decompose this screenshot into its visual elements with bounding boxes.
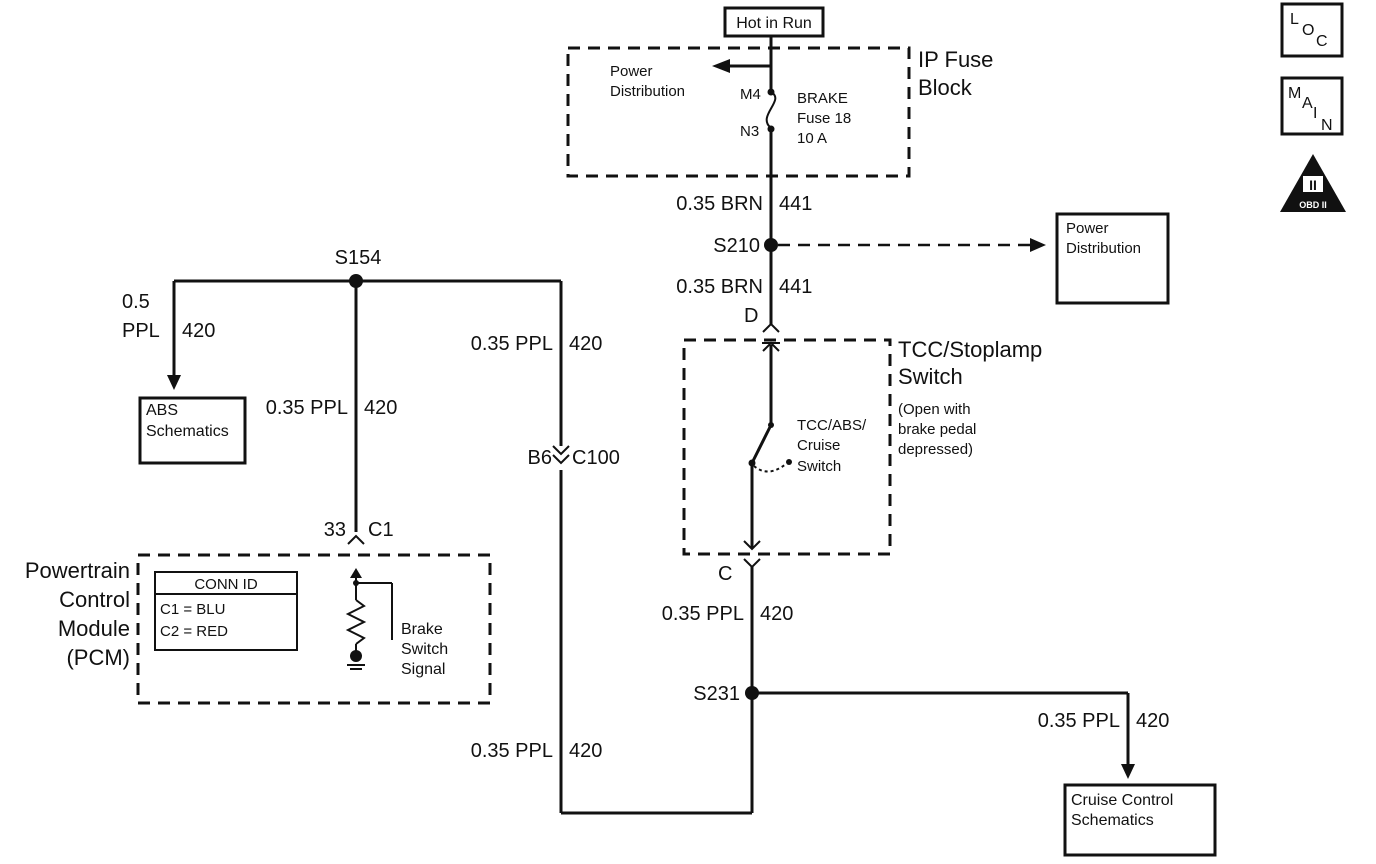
fuse-pin-n3: N3 <box>740 123 759 140</box>
svg-text:C: C <box>1316 33 1328 50</box>
obd-ii-icon[interactable]: II OBD II <box>1280 154 1346 212</box>
wire-ppl-pcm-gauge: 0.35 PPL <box>266 397 348 419</box>
brake-signal-label-2: Switch <box>401 641 448 658</box>
svg-text:M: M <box>1288 85 1301 102</box>
conn-id-row-2: C2 = RED <box>160 623 228 640</box>
pcm-title: Powertrain <box>25 558 130 583</box>
wire-ppl-bottom-circuit: 420 <box>569 740 602 762</box>
splice-s154-label: S154 <box>335 247 382 269</box>
wire-brn-2-circuit: 441 <box>779 276 812 298</box>
connector-c100-pin: B6 <box>528 447 552 469</box>
abs-schematics-box <box>138 396 247 465</box>
connector-c100-symbol <box>552 445 570 456</box>
pcm-title-2: Control <box>59 587 130 612</box>
pcm-connector-pin: 33 <box>324 519 346 541</box>
svg-text:OBD II: OBD II <box>1299 200 1327 210</box>
inner-switch-label-2: Cruise <box>797 437 840 454</box>
ground-dot <box>350 650 362 662</box>
abs-schematics-label: ABS <box>146 402 178 419</box>
cruise-control-box-label: Cruise Control <box>1071 792 1173 809</box>
cruise-control-box <box>1063 783 1217 857</box>
s210-dashed-arrow <box>1030 238 1046 252</box>
abs-arrow <box>167 375 181 390</box>
fuse-name: BRAKE <box>797 90 848 107</box>
svg-text:II: II <box>1309 177 1317 193</box>
tcc-switch-note-3: depressed) <box>898 441 973 458</box>
pcm-connector-symbol <box>347 534 365 545</box>
power-distribution-box-label: Power <box>1066 220 1109 237</box>
wire-ppl-right-circuit: 420 <box>569 333 602 355</box>
splice-s231-label: S231 <box>693 683 740 705</box>
wire-abs-color: PPL <box>122 320 160 342</box>
power-distribution-inner-label: Power <box>610 63 653 80</box>
wire-brn-1-circuit: 441 <box>779 193 812 215</box>
pull-down-resistor <box>345 599 367 645</box>
pcm-title-4: (PCM) <box>66 645 130 670</box>
cruise-control-box-label-2: Schematics <box>1071 812 1154 829</box>
brake-fuse-symbol <box>765 91 777 129</box>
power-distribution-box <box>1055 212 1170 305</box>
splice-s210 <box>764 238 778 252</box>
ip-fuse-block-outline <box>566 46 911 178</box>
pcm-outline <box>136 553 492 705</box>
conn-id-row-1: C1 = BLU <box>160 601 225 618</box>
inner-switch-label-3: Switch <box>797 458 841 475</box>
svg-text:N: N <box>1321 117 1333 134</box>
wire-abs-circuit: 420 <box>182 320 215 342</box>
wire-ppl-right-gauge: 0.35 PPL <box>471 333 553 355</box>
wire-ppl-pcm-circuit: 420 <box>364 397 397 419</box>
pin-d-label: D <box>744 305 758 327</box>
cruise-arrow <box>1121 764 1135 779</box>
power-distribution-box-label-2: Distribution <box>1066 240 1141 257</box>
ip-fuse-block-title-2: Block <box>918 75 973 100</box>
tcc-switch-outline <box>682 338 892 556</box>
svg-text:I: I <box>1313 105 1317 122</box>
wire-abs-gauge: 0.5 <box>122 291 150 313</box>
wire-brn-2-gauge: 0.35 BRN <box>676 276 763 298</box>
power-distribution-arrow <box>712 59 730 73</box>
pcm-input-arrow <box>350 568 362 578</box>
pcm-title-3: Module <box>58 616 130 641</box>
pcm-connector-name: C1 <box>368 519 394 541</box>
tcc-switch-note-2: brake pedal <box>898 421 976 438</box>
pin-c-label: C <box>718 563 732 585</box>
wire-ppl-c-circuit: 420 <box>760 603 793 625</box>
abs-schematics-label-2: Schematics <box>146 423 229 440</box>
conn-id-header: CONN ID <box>194 576 258 593</box>
switch-actuator-arc <box>753 463 787 473</box>
wire-brn-1-gauge: 0.35 BRN <box>676 193 763 215</box>
connector-d-symbol <box>762 322 780 333</box>
connector-c-symbol <box>743 558 761 569</box>
wire-ppl-cruise-gauge: 0.35 PPL <box>1038 710 1120 732</box>
connector-c-inside-symbol <box>743 540 761 551</box>
ip-fuse-block-title: IP Fuse <box>918 47 993 72</box>
wire-ppl-bottom-gauge: 0.35 PPL <box>471 740 553 762</box>
wire-ppl-cruise-circuit: 420 <box>1136 710 1169 732</box>
inner-switch-label: TCC/ABS/ <box>797 417 867 434</box>
tcc-switch-note: (Open with <box>898 401 971 418</box>
svg-text:O: O <box>1302 22 1314 39</box>
tcc-switch-title: TCC/Stoplamp <box>898 337 1042 362</box>
power-distribution-inner-label-2: Distribution <box>610 83 685 100</box>
hot-in-run-label: Hot in Run <box>736 15 812 32</box>
switch-blade <box>750 424 773 464</box>
connector-c100-name: C100 <box>572 447 620 469</box>
loc-icon[interactable]: L O C <box>1280 2 1344 58</box>
conn-id-table <box>154 571 298 651</box>
brake-signal-label-3: Signal <box>401 661 445 678</box>
wire-ppl-c-gauge: 0.35 PPL <box>662 603 744 625</box>
main-icon[interactable]: M A I N <box>1280 76 1344 136</box>
svg-text:L: L <box>1290 11 1299 28</box>
svg-text:A: A <box>1302 95 1313 112</box>
splice-s210-label: S210 <box>713 235 760 257</box>
fuse-rating: 10 A <box>797 130 827 147</box>
tcc-switch-title-2: Switch <box>898 364 963 389</box>
hot-in-run-box <box>723 6 825 38</box>
fuse-pin-m4: M4 <box>740 86 761 103</box>
fuse-number: Fuse 18 <box>797 110 851 127</box>
brake-signal-label: Brake <box>401 621 443 638</box>
